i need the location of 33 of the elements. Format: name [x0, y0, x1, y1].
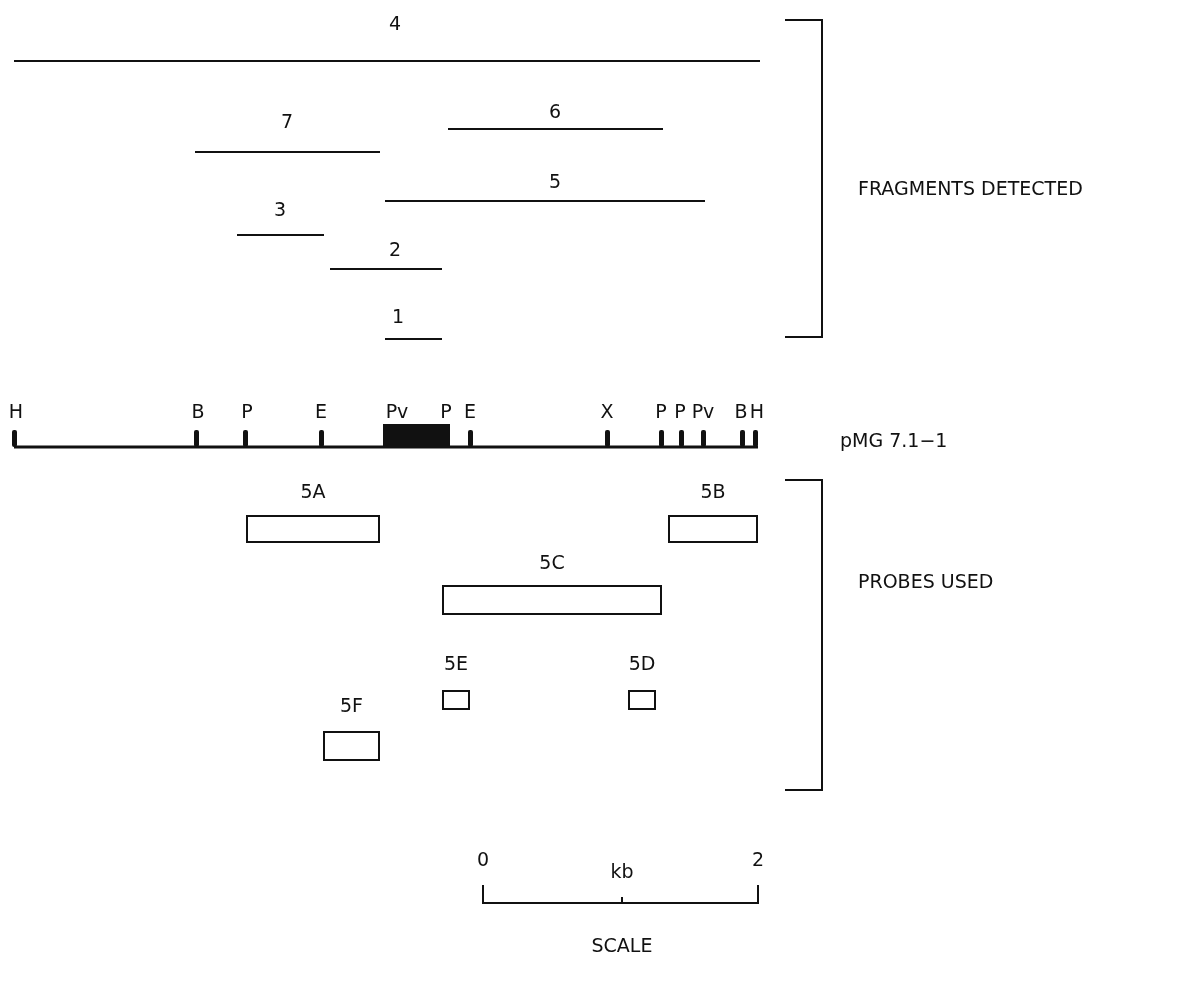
- probe-label: 5C: [539, 551, 565, 573]
- site-label: H: [8, 400, 24, 422]
- site-label: B: [191, 400, 205, 422]
- probe-label: 5F: [340, 694, 363, 716]
- fragment-number: 6: [548, 100, 562, 122]
- site-label: Pv: [385, 400, 409, 422]
- site-label: E: [315, 400, 327, 422]
- fragment-number: 7: [280, 110, 294, 132]
- fragment-number: 1: [391, 305, 405, 327]
- scale-label: 2: [751, 848, 765, 870]
- probe-label: 5B: [700, 480, 726, 502]
- site-label: X: [600, 400, 614, 422]
- site-label: P: [241, 400, 253, 422]
- plasmid-label: pMG 7.1−1: [840, 429, 948, 451]
- site-label: H: [749, 400, 765, 422]
- bracket-label: FRAGMENTS DETECTED: [858, 177, 1083, 199]
- probe-label: 5D: [628, 652, 656, 674]
- scale-title: SCALE: [591, 934, 653, 956]
- site-label: B: [734, 400, 748, 422]
- probe-label: 5E: [443, 652, 469, 674]
- probe-label: 5A: [300, 480, 326, 502]
- scale-label: 0: [476, 848, 490, 870]
- fragment-number: 5: [548, 170, 562, 192]
- site-label: E: [464, 400, 476, 422]
- fragment-number: 4: [388, 12, 402, 34]
- site-label: P: [655, 400, 667, 422]
- fragment-number: 2: [388, 238, 402, 260]
- fragment-number: 3: [273, 198, 287, 220]
- bracket-label: PROBES USED: [858, 570, 994, 592]
- site-label: P: [440, 400, 452, 422]
- site-label: P: [674, 400, 686, 422]
- scale-label: kb: [610, 860, 634, 882]
- site-label: Pv: [691, 400, 715, 422]
